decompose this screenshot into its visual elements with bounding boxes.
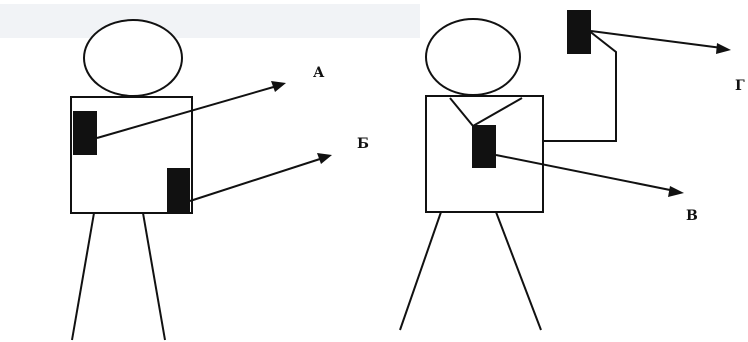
arrow-b-head (317, 153, 332, 164)
arrow-a-head (271, 81, 286, 92)
right-figure-head (425, 18, 521, 96)
label-g: Г (735, 78, 745, 94)
device-a-chest (73, 111, 97, 155)
arrow-g-shaft (590, 30, 723, 49)
arrow-g-head (716, 43, 731, 54)
arrow-a-shaft (96, 85, 278, 139)
left-figure-right-leg (142, 212, 166, 341)
left-figure (70, 19, 193, 341)
label-a: А (313, 65, 325, 81)
arrow-v-head (668, 186, 684, 197)
label-v: В (686, 208, 698, 224)
right-figure-left-leg (399, 211, 442, 331)
scan-smudge (0, 4, 420, 38)
label-b: Б (357, 136, 369, 152)
arrow-b-shaft (189, 157, 324, 202)
device-g-cable (543, 29, 617, 142)
device-b-side (167, 168, 190, 213)
left-figure-head (83, 19, 183, 97)
device-v-pendant (472, 125, 496, 168)
right-figure (399, 10, 617, 331)
device-g-external (567, 10, 591, 54)
arrow-v-shaft (495, 154, 676, 192)
left-figure-left-leg (71, 212, 95, 341)
arrows (96, 30, 731, 202)
right-figure-right-leg (495, 211, 542, 331)
